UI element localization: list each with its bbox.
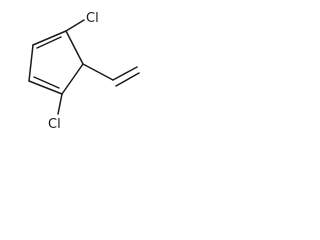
bond-c1-c2 bbox=[32, 30, 67, 46]
bond-c5-cho bbox=[82, 63, 114, 81]
bond-c4-c5 bbox=[61, 63, 84, 95]
bond-c1-c2-double bbox=[36, 36, 62, 49]
bond-c3-c4 bbox=[28, 80, 63, 95]
molecule-structure: Cl Cl bbox=[28, 11, 140, 132]
bond-c1-cl bbox=[65, 19, 85, 32]
bond-cho-o-double bbox=[115, 72, 140, 87]
bond-cho-o bbox=[112, 66, 138, 81]
bond-c3-c4-double bbox=[33, 76, 60, 89]
structure-canvas: Cl Cl bbox=[0, 0, 144, 140]
chlorine-top-label: Cl bbox=[86, 11, 99, 26]
bond-c2-c3 bbox=[28, 44, 34, 82]
chlorine-bottom-label: Cl bbox=[48, 117, 61, 132]
bond-c4-cl bbox=[57, 93, 63, 115]
bond-c5-c1 bbox=[65, 30, 84, 65]
